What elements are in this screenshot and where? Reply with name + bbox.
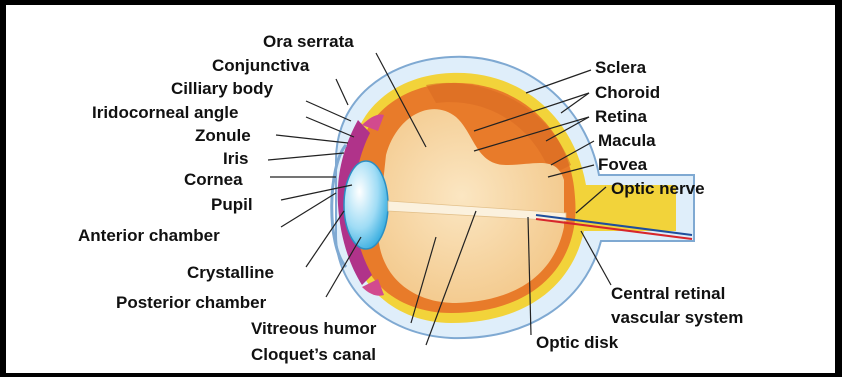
- label-choroid: Choroid: [595, 83, 660, 102]
- label-optic-nerve: Optic nerve: [611, 179, 705, 198]
- label-retina: Retina: [595, 107, 648, 126]
- label-ora-serrata: Ora serrata: [263, 32, 354, 51]
- label-macula: Macula: [598, 131, 656, 150]
- label-cilliary-body: Cilliary body: [171, 79, 274, 98]
- crystalline-lens: [344, 161, 388, 249]
- label-central-retinal-line2: vascular system: [611, 308, 743, 327]
- label-pupil: Pupil: [211, 195, 253, 214]
- label-optic-disk: Optic disk: [536, 333, 619, 352]
- eye-anatomy-diagram: Ora serrata Conjunctiva Cilliary body Ir…: [6, 5, 835, 373]
- label-sclera: Sclera: [595, 58, 647, 77]
- label-conjunctiva: Conjunctiva: [212, 56, 310, 75]
- label-crystalline: Crystalline: [187, 263, 274, 282]
- label-iridocorneal-angle: Iridocorneal angle: [92, 103, 238, 122]
- label-fovea: Fovea: [598, 155, 648, 174]
- label-vitreous-humor: Vitreous humor: [251, 319, 377, 338]
- label-iris: Iris: [223, 149, 249, 168]
- label-cornea: Cornea: [184, 170, 243, 189]
- label-anterior-chamber: Anterior chamber: [78, 226, 220, 245]
- label-cloquets-canal: Cloquet’s canal: [251, 345, 376, 364]
- label-posterior-chamber: Posterior chamber: [116, 293, 267, 312]
- label-central-retinal-line1: Central retinal: [611, 284, 725, 303]
- label-zonule: Zonule: [195, 126, 251, 145]
